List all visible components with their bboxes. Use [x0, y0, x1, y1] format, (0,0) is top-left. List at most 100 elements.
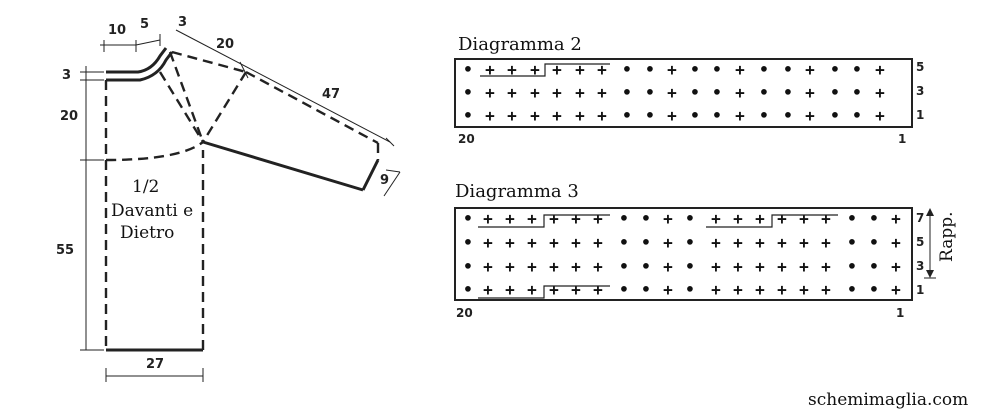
stitch-symbol: •: [619, 209, 629, 228]
stitch-symbol: •: [690, 83, 700, 102]
sleeve-top-inner: [171, 50, 247, 74]
stitch-symbol: •: [645, 83, 655, 102]
dim-shoulder-3: 3: [178, 15, 187, 30]
stitch-symbol: •: [641, 280, 651, 299]
diagram-3-grid: [454, 207, 913, 301]
stitch-symbol: +: [875, 106, 885, 125]
neckline-top: [106, 47, 168, 74]
stitch-symbol: +: [711, 280, 721, 299]
stitch-symbol: •: [869, 209, 879, 228]
stitch-symbol: •: [759, 106, 769, 125]
stitch-symbol: +: [667, 83, 677, 102]
stitch-symbol: +: [483, 280, 493, 299]
stitch-symbol: +: [527, 209, 537, 228]
stitch-symbol: •: [712, 60, 722, 79]
stitch-symbol: +: [597, 60, 607, 79]
stitch-symbol: •: [645, 60, 655, 79]
stitch-symbol: +: [575, 60, 585, 79]
stitch-symbol: +: [549, 233, 559, 252]
diagram-3-right-number: 1: [896, 306, 904, 320]
piece-label-line3: Dietro: [120, 223, 174, 243]
stitch-symbol: •: [690, 60, 700, 79]
stitch-symbol: +: [777, 257, 787, 276]
stitch-symbol: •: [759, 83, 769, 102]
stitch-symbol: +: [891, 209, 901, 228]
stitch-symbol: •: [463, 280, 473, 299]
stitch-symbol: •: [869, 233, 879, 252]
site-credit: schemimaglia.com: [808, 390, 968, 410]
stitch-symbol: +: [733, 280, 743, 299]
stitch-symbol: +: [505, 233, 515, 252]
stitch-symbol: +: [597, 83, 607, 102]
stitch-symbol: +: [875, 83, 885, 102]
diagram-3: Diagramma 3 • + + + + + + • • + • + + + + + + • • + • + + + + + + •…: [454, 181, 957, 320]
stitch-symbol: +: [805, 60, 815, 79]
stitch-symbol: •: [712, 83, 722, 102]
stitch-symbol: +: [549, 257, 559, 276]
stitch-symbol: +: [530, 60, 540, 79]
stitch-symbol: •: [619, 257, 629, 276]
diagram-3-title: Diagramma 3: [455, 181, 579, 202]
stitch-symbol: •: [685, 209, 695, 228]
stitch-symbol: +: [733, 209, 743, 228]
stitch-symbol: +: [575, 106, 585, 125]
sleeve-underarm: [202, 140, 364, 192]
stitch-symbol: •: [641, 257, 651, 276]
stitch-symbol: +: [891, 280, 901, 299]
stitch-symbol: +: [552, 83, 562, 102]
stitch-symbol: •: [869, 280, 879, 299]
stitch-symbol: +: [663, 209, 673, 228]
diagram-2: Diagramma 2 •++++++••+••+••+••+•++++++••…: [454, 34, 924, 146]
stitch-symbol: +: [549, 209, 559, 228]
stitch-symbol: +: [485, 106, 495, 125]
sleeve-top-outer: [245, 70, 379, 145]
stitch-symbol: +: [799, 257, 809, 276]
armhole-curve: [105, 141, 204, 162]
stitch-symbol: •: [685, 257, 695, 276]
diagram-2-row-5: 5: [916, 60, 924, 74]
piece-label-line2: Davanti e: [111, 201, 193, 221]
stitch-symbol: +: [821, 233, 831, 252]
stitch-symbol: +: [527, 233, 537, 252]
stitch-symbol: •: [830, 83, 840, 102]
stitch-symbol: +: [711, 209, 721, 228]
stitch-symbol: •: [783, 60, 793, 79]
stitch-symbol: •: [847, 233, 857, 252]
stitch-symbol: •: [847, 280, 857, 299]
stitch-symbol: •: [852, 83, 862, 102]
stitch-symbol: +: [527, 280, 537, 299]
neckline-bottom: [106, 51, 174, 82]
diagram-3-marker-line-top-a: [478, 214, 610, 228]
stitch-symbol: +: [821, 280, 831, 299]
stitch-symbol: +: [799, 233, 809, 252]
diagram-2-right-number: 1: [898, 132, 906, 146]
stitch-symbol: +: [733, 233, 743, 252]
stitch-symbol: •: [622, 83, 632, 102]
raglan-line-back: [168, 51, 205, 143]
stitch-symbol: +: [505, 209, 515, 228]
diagram-3-row-7: 7: [916, 211, 924, 225]
stitch-symbol: +: [891, 257, 901, 276]
stitch-symbol: •: [641, 233, 651, 252]
piece-label-line1: 1/2: [132, 177, 159, 197]
stitch-symbol: +: [485, 60, 495, 79]
dim-line-sleeve: [175, 29, 391, 143]
stitch-symbol: •: [463, 209, 473, 228]
stitch-symbol: +: [571, 257, 581, 276]
stitch-symbol: •: [830, 106, 840, 125]
stitch-symbol: +: [507, 83, 517, 102]
stitch-symbol: +: [507, 60, 517, 79]
stitch-symbol: +: [891, 233, 901, 252]
stitch-symbol: +: [530, 106, 540, 125]
stitch-symbol: +: [507, 106, 517, 125]
diagram-2-row-1: 1: [916, 108, 924, 122]
dim-left-3: 3: [62, 68, 71, 83]
stitch-symbol: •: [847, 209, 857, 228]
dim-line-slope: [135, 39, 161, 46]
dim-sleeve-length: 47: [322, 87, 340, 102]
stitch-symbol: •: [847, 257, 857, 276]
stitch-symbol: •: [622, 106, 632, 125]
dim-armhole: 20: [60, 109, 78, 124]
diagram-3-marker-line-bottom: [478, 285, 610, 299]
stitch-symbol: •: [463, 233, 473, 252]
